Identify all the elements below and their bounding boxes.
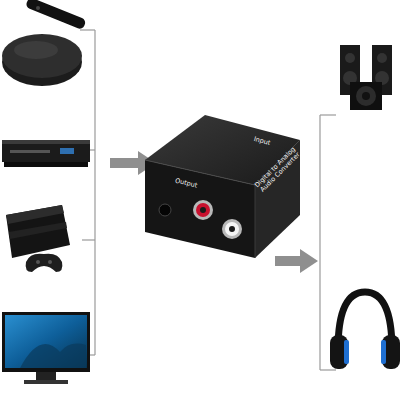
headphones bbox=[330, 292, 400, 369]
port-label: Input bbox=[242, 133, 282, 150]
source-bracket bbox=[80, 30, 95, 355]
dvd-player bbox=[2, 140, 90, 167]
television bbox=[2, 312, 90, 384]
port-label: Output bbox=[166, 176, 207, 192]
output-bracket bbox=[320, 115, 336, 370]
product-label: Digital to Analog Audio Converter bbox=[251, 143, 305, 197]
speaker-set bbox=[340, 45, 392, 110]
streaming-box bbox=[2, 0, 87, 86]
flow-arrow bbox=[275, 249, 318, 273]
game-console bbox=[6, 205, 70, 272]
converter-box bbox=[145, 115, 300, 258]
